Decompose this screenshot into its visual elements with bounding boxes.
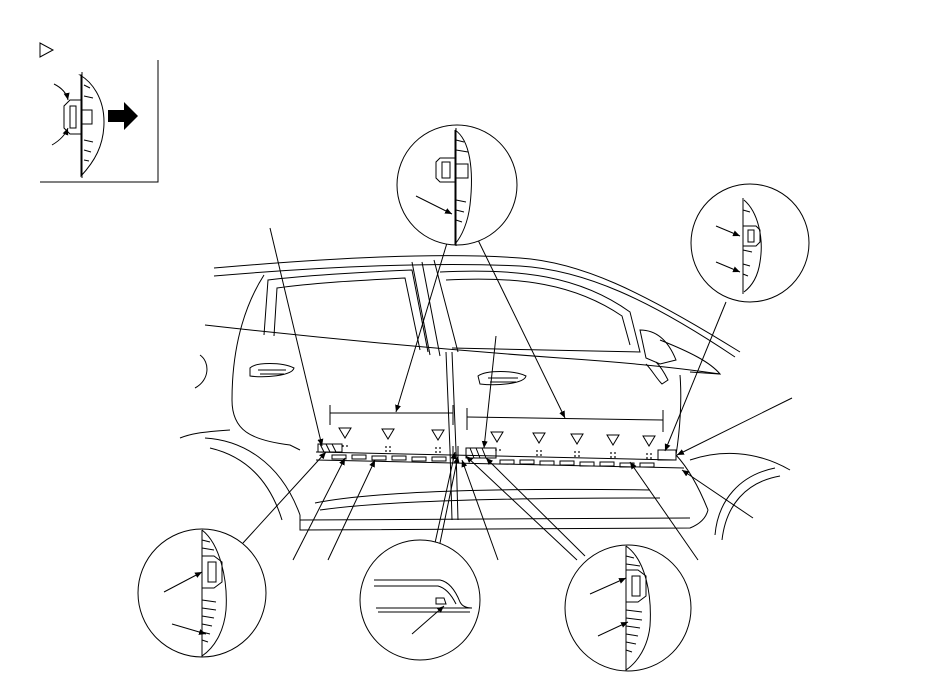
- front-wheel-arch: [205, 438, 300, 515]
- inset-frame: [40, 60, 158, 182]
- open-triangle-icon: [40, 43, 53, 57]
- car-side-view: [180, 256, 790, 540]
- filled-arrow-right-icon: [108, 102, 138, 130]
- bottom-left-end-clip-detail: [138, 529, 266, 657]
- open-triangle-down-icon: [607, 435, 619, 445]
- leader-lines: [243, 228, 792, 560]
- side-sill: [300, 510, 708, 530]
- dimension-lines: [330, 405, 663, 432]
- molding-joint: [466, 448, 496, 458]
- open-triangle-down-icon: [382, 429, 394, 439]
- curved-arrow-icon: [54, 84, 70, 100]
- b-pillar: [412, 260, 458, 356]
- clip-markers-rear: [491, 432, 655, 446]
- front-door-handle: [250, 364, 294, 377]
- rear-wheel-arch: [690, 453, 790, 470]
- clip-dashes-rear: [500, 460, 654, 467]
- belt-line: [205, 325, 720, 374]
- open-triangle-down-icon: [643, 436, 655, 446]
- curved-arrow-icon: [52, 128, 68, 145]
- bottom-right-clip-detail: [565, 545, 691, 671]
- side-molding-strip: [316, 428, 684, 468]
- open-triangle-down-icon: [533, 433, 545, 443]
- open-triangle-down-icon: [432, 430, 444, 440]
- bottom-center-molding-detail: [360, 540, 480, 660]
- clip-release-inset: [40, 43, 158, 182]
- open-triangle-down-icon: [491, 432, 503, 442]
- clip-markers-front: [339, 428, 444, 440]
- clip-dashes-front: [332, 455, 446, 461]
- quarter-window: [640, 330, 676, 364]
- right-end-clip-detail: [691, 184, 809, 302]
- open-triangle-down-icon: [339, 428, 351, 438]
- front-door-window: [264, 270, 428, 352]
- front-door-panel: [232, 275, 300, 450]
- inset-clip: [64, 100, 82, 134]
- roof-line: [214, 256, 740, 352]
- top-center-clip-detail: [397, 125, 517, 246]
- open-triangle-down-icon: [571, 434, 583, 444]
- rear-door-handle: [478, 372, 526, 385]
- inset-molding-profile: [80, 75, 104, 176]
- molding-rear-end: [658, 450, 676, 460]
- rear-door-window: [440, 271, 640, 352]
- clip-dots: [342, 445, 652, 459]
